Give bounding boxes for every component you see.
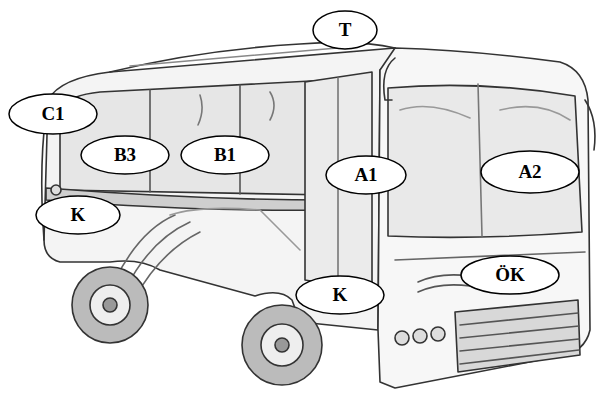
oval-text-box: A2 <box>480 150 580 194</box>
oval-text-box: A1 <box>325 155 407 195</box>
part-label: C1 <box>41 103 64 125</box>
label-oval: B1 <box>180 135 270 175</box>
label-oval: C1 <box>8 93 98 135</box>
label-oval: K <box>295 275 385 315</box>
oval-text-box: C1 <box>8 93 98 135</box>
part-label: ÖK <box>495 264 525 286</box>
part-label: K <box>333 284 348 306</box>
label-oval: A2 <box>480 150 580 194</box>
part-label: T <box>339 19 352 41</box>
oval-text-box: B3 <box>80 135 170 175</box>
label-oval: ÖK <box>460 255 560 295</box>
part-label: K <box>71 204 86 226</box>
oval-text-box: T <box>312 10 378 50</box>
part-label: B1 <box>214 144 236 166</box>
label-oval: T <box>312 10 378 50</box>
part-label: B3 <box>114 144 136 166</box>
label-oval: K <box>35 195 121 235</box>
label-oval: A1 <box>325 155 407 195</box>
oval-text-box: B1 <box>180 135 270 175</box>
oval-text-box: K <box>35 195 121 235</box>
oval-text-box: ÖK <box>460 255 560 295</box>
oval-text-box: K <box>295 275 385 315</box>
label-oval: B3 <box>80 135 170 175</box>
part-label: A2 <box>518 161 541 183</box>
part-label: A1 <box>354 164 377 186</box>
